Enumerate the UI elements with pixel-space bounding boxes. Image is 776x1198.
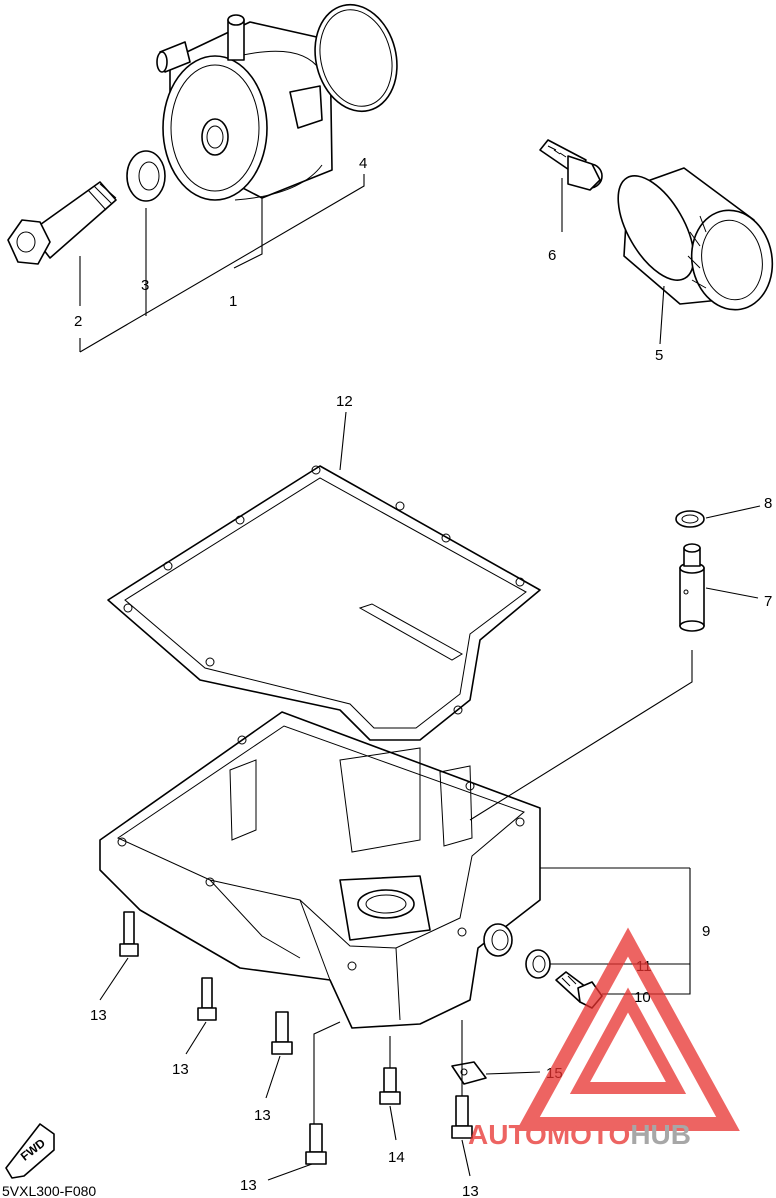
callout-7: 7 [764, 593, 772, 610]
callout-13-a: 13 [90, 1007, 107, 1024]
watermark-part-moto: MOTO [547, 1119, 630, 1150]
o-ring [314, 3, 398, 113]
callout-12: 12 [336, 393, 353, 410]
watermark-part-hub: HUB [630, 1119, 691, 1150]
callout-13-e: 13 [462, 1183, 479, 1198]
oil-pan-gasket [107, 465, 541, 749]
callout-6: 6 [548, 247, 556, 264]
bolt-13-c [271, 1011, 293, 1055]
watermark-text: AUTOMOTOHUB [468, 1119, 691, 1150]
bolt-13-a [119, 911, 139, 957]
washer-small [675, 510, 705, 528]
drain-gasket [525, 949, 551, 979]
oil-pan [99, 711, 541, 1029]
bolt-13-d [305, 1123, 327, 1165]
callout-10: 10 [634, 989, 651, 1006]
watermark-logo: AUTOMOTOHUB [468, 927, 740, 1150]
bolt-13-e [451, 1095, 473, 1139]
watermark-triangle-icon [516, 927, 740, 1131]
clamp [451, 1061, 487, 1085]
union-bolt [7, 181, 117, 265]
callout-4: 4 [359, 155, 367, 172]
bolt-14 [379, 1067, 401, 1105]
leader-lines [79, 174, 761, 1181]
callout-14: 14 [388, 1149, 405, 1166]
callout-3: 3 [141, 277, 149, 294]
oil-cooler [156, 14, 333, 201]
callout-13-d: 13 [240, 1177, 257, 1194]
oil-pipe [679, 543, 705, 632]
callout-2: 2 [74, 313, 82, 330]
callout-8: 8 [764, 495, 772, 512]
watermark-part-auto: AUTO [468, 1119, 547, 1150]
fwd-arrow-icon: FWD [5, 1123, 55, 1179]
callout-5: 5 [655, 347, 663, 364]
callout-1: 1 [229, 293, 237, 310]
callout-13-b: 13 [172, 1061, 189, 1078]
oil-filter [617, 167, 774, 311]
callout-13-c: 13 [254, 1107, 271, 1124]
stud-bolt [539, 139, 603, 191]
callout-9: 9 [702, 923, 710, 940]
washer [126, 150, 166, 202]
bolt-13-b [197, 977, 217, 1021]
diagram-code: 5VXL300-F080 [2, 1183, 96, 1198]
